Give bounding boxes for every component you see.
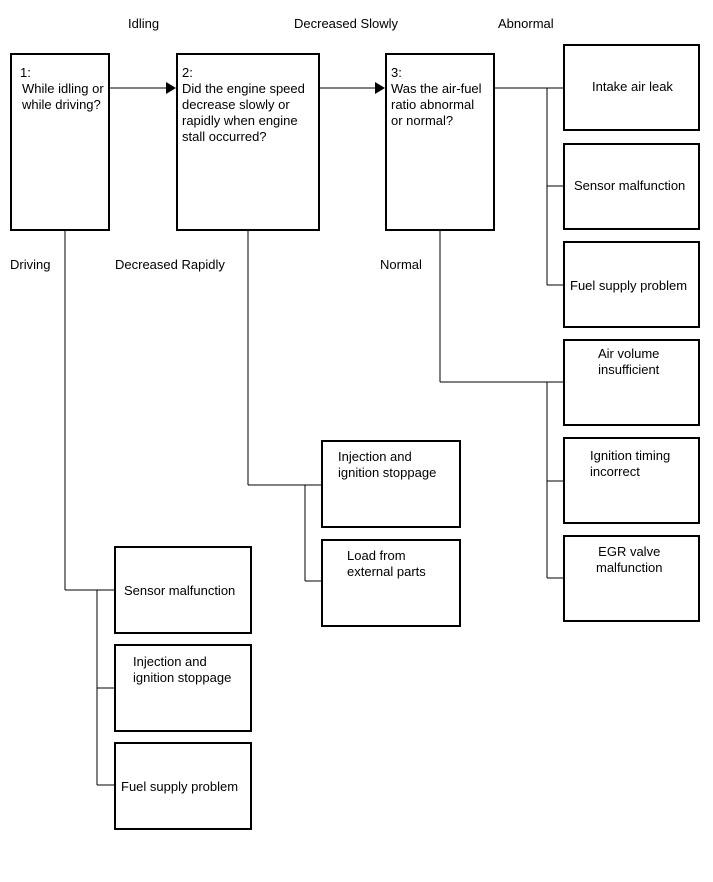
outcome-label: Fuel supply problem bbox=[121, 779, 239, 794]
outcome-label: Sensor malfunction bbox=[574, 178, 686, 193]
outcome-label: Air volume insufficient bbox=[598, 346, 660, 377]
branch-label-decreased-slowly: Decreased Slowly bbox=[294, 16, 399, 31]
outcome-label: Intake air leak bbox=[592, 79, 673, 94]
outcome-label: Ignition timing incorrect bbox=[590, 448, 671, 479]
outcome-label: Injection and ignition stoppage bbox=[133, 654, 232, 685]
branch-label-abnormal: Abnormal bbox=[498, 16, 554, 31]
outcome-fuel-supply-problem-driving: Fuel supply problem bbox=[114, 742, 252, 830]
outcome-egr-valve-malfunction: EGR valve malfunction bbox=[563, 535, 700, 622]
outcome-injection-ignition-stoppage-rapid: Injection and ignition stoppage bbox=[321, 440, 461, 528]
outcome-label: Fuel supply problem bbox=[570, 278, 688, 293]
arrowhead-to-q2 bbox=[166, 82, 176, 94]
question-2-number: 2: bbox=[182, 65, 193, 80]
branch-label-idling: Idling bbox=[128, 16, 160, 31]
outcome-load-from-external-parts: Load from external parts bbox=[321, 539, 461, 627]
outcome-label: Load from external parts bbox=[347, 548, 426, 579]
outcome-sensor-malfunction-driving: Sensor malfunction bbox=[114, 546, 252, 634]
branch-label-decreased-rapidly: Decreased Rapidly bbox=[115, 257, 225, 272]
outcome-air-volume-insufficient: Air volume insufficient bbox=[563, 339, 700, 426]
branch-label-normal: Normal bbox=[380, 257, 422, 272]
outcome-intake-air-leak: Intake air leak bbox=[563, 44, 700, 131]
outcome-injection-ignition-stoppage-driving: Injection and ignition stoppage bbox=[114, 644, 252, 732]
question-1-text: While idling or while driving? bbox=[22, 81, 104, 112]
question-3-number: 3: bbox=[391, 65, 402, 80]
question-2-text: Did the engine speed decrease slowly or … bbox=[182, 81, 305, 144]
branch-label-driving: Driving bbox=[10, 257, 51, 272]
question-box-2: 2: Did the engine speed decrease slowly … bbox=[176, 53, 320, 231]
outcome-label: EGR valve malfunction bbox=[596, 544, 663, 575]
question-3-text: Was the air-fuel ratio abnormal or norma… bbox=[391, 81, 482, 128]
arrowhead-to-q3 bbox=[375, 82, 385, 94]
question-box-1: 1: While idling or while driving? bbox=[10, 53, 110, 231]
question-1-number: 1: bbox=[20, 65, 31, 80]
outcome-fuel-supply-problem-abnormal: Fuel supply problem bbox=[563, 241, 700, 328]
question-box-3: 3: Was the air-fuel ratio abnormal or no… bbox=[385, 53, 495, 231]
outcome-label: Sensor malfunction bbox=[124, 583, 236, 598]
outcome-label: Injection and ignition stoppage bbox=[338, 449, 437, 480]
outcome-sensor-malfunction-abnormal: Sensor malfunction bbox=[563, 143, 700, 230]
outcome-ignition-timing-incorrect: Ignition timing incorrect bbox=[563, 437, 700, 524]
